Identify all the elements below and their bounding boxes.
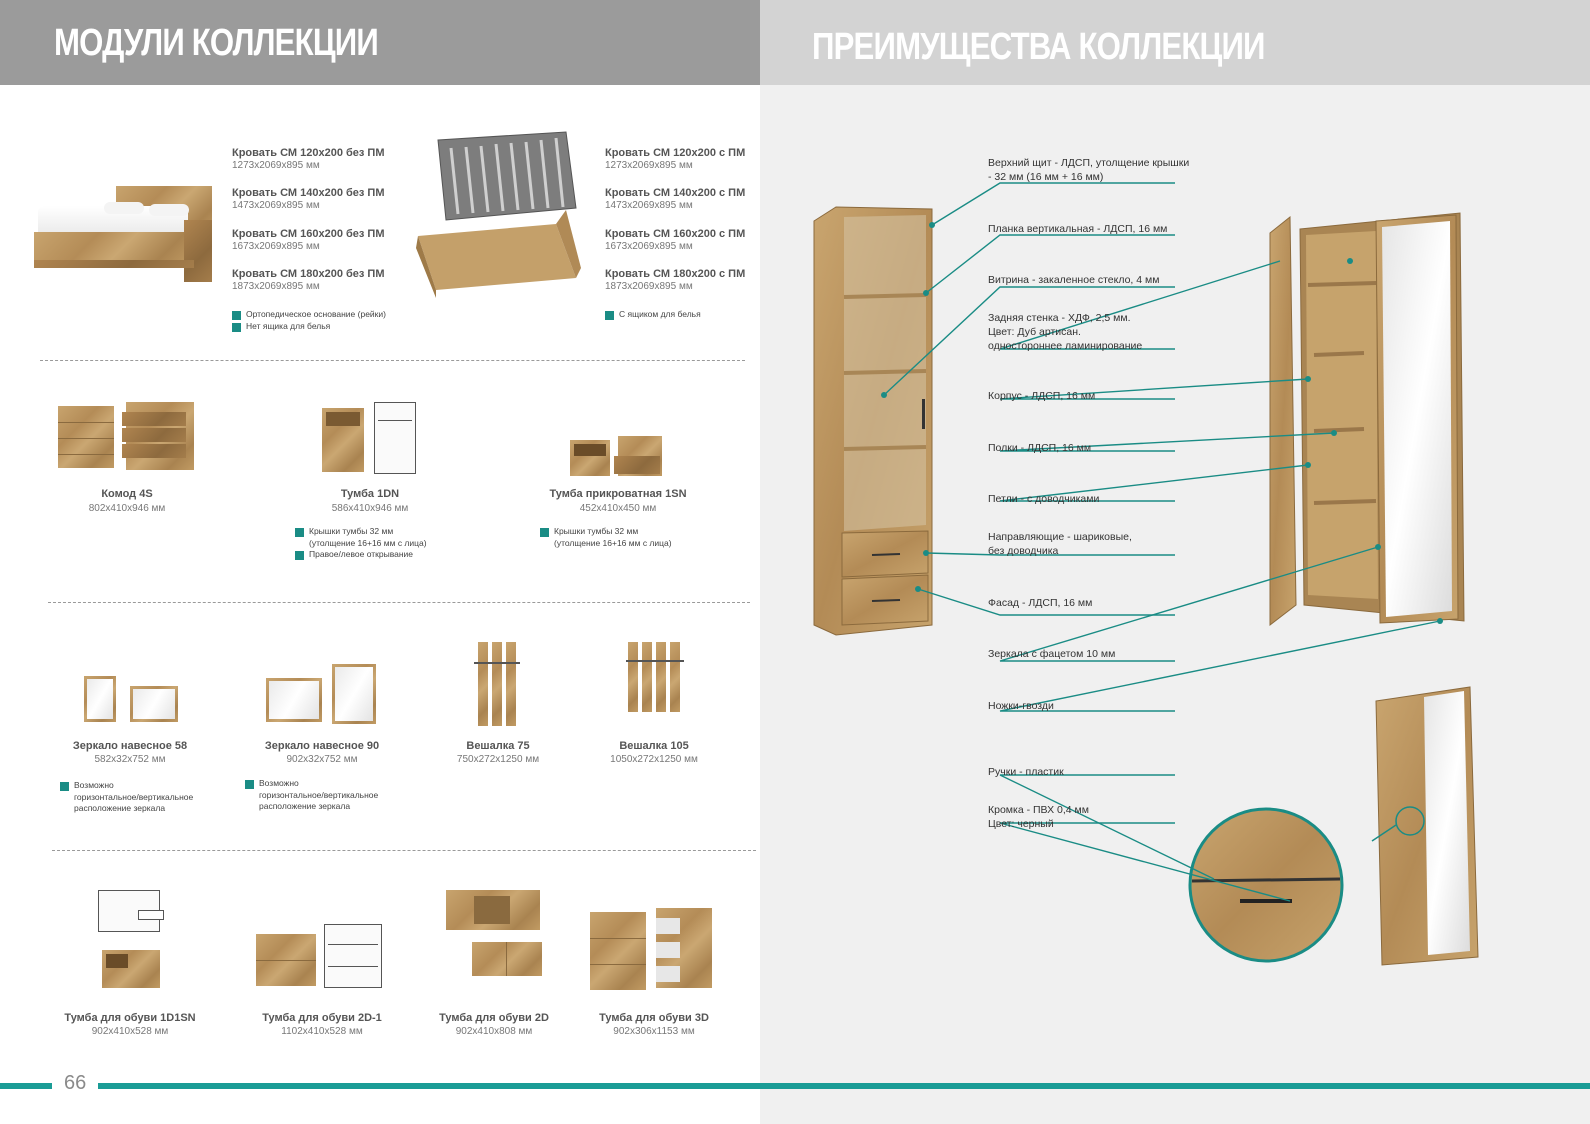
handle-zoom-detail xyxy=(1188,806,1425,963)
product-title: Тумба для обуви 1D1SN xyxy=(64,1012,196,1024)
feature-facade: Фасад - ЛДСП, 16 мм xyxy=(988,597,1093,609)
shoe-cabinet-2d1-image xyxy=(256,924,386,992)
page-number: 66 xyxy=(64,1072,87,1094)
footer-bar-left xyxy=(0,1083,52,1089)
mirror-90-image xyxy=(266,664,378,724)
product-note: Крышки тумбы 32 мм(утолщение 16+16 мм с … xyxy=(295,526,427,549)
feature-mirrors: Зеркала с фацетом 10 мм xyxy=(988,648,1116,660)
feature-top-panel: Верхний щит - ЛДСП, утолщение крышки- 32… xyxy=(988,157,1190,183)
product-dims: 902х32х752 мм xyxy=(286,754,358,765)
product-dims: 902х410х528 мм xyxy=(91,1026,169,1037)
hanger-105-image xyxy=(626,642,688,712)
mirror-58-image xyxy=(84,676,184,724)
right-header: ПРЕИМУЩЕСТВА КОЛЛЕКЦИИ xyxy=(760,0,1590,85)
product-dims: 802х410х946 мм xyxy=(88,503,166,514)
bed-dims: 1873х2069х895 мм xyxy=(232,281,320,292)
bed-with-lift-image xyxy=(416,128,586,298)
left-header-title: МОДУЛИ КОЛЛЕКЦИИ xyxy=(54,22,379,64)
nightstand-image xyxy=(570,436,670,480)
product-dims: 902х306х1153 мм xyxy=(613,1026,695,1037)
product-dims: 1050х272х1250 мм xyxy=(610,754,698,765)
bed-title: Кровать СМ 160х200 с ПМ xyxy=(605,228,746,240)
product-title: Тумба для обуви 2D-1 xyxy=(262,1012,382,1024)
callout-lines xyxy=(883,182,1441,902)
product-title: Вешалка 105 xyxy=(619,740,689,752)
feature-glass: Витрина - закаленное стекло, 4 мм xyxy=(988,274,1160,286)
bed-note: С ящиком для белья xyxy=(605,309,701,321)
product-dims: 902х410х808 мм xyxy=(455,1026,533,1037)
display-cabinet-drawing xyxy=(813,206,933,636)
feature-hinges: Петли - с доводчиками xyxy=(988,493,1100,505)
shoe-cabinet-3d-image xyxy=(590,908,720,990)
cabinet-1dn-image xyxy=(322,402,422,474)
bed-dims: 1473х2069х895 мм xyxy=(232,200,320,211)
bed-title: Кровать СМ 160х200 без ПМ xyxy=(232,228,385,240)
bed-title: Кровать СМ 180х200 без ПМ xyxy=(232,268,385,280)
section-divider xyxy=(40,360,745,361)
bed-title: Кровать СМ 140х200 с ПМ xyxy=(605,187,746,199)
bed-dims: 1273х2069х895 мм xyxy=(605,160,693,171)
product-title: Зеркало навесное 90 xyxy=(264,740,380,752)
shoe-cabinet-2d-image xyxy=(446,890,546,986)
wardrobe-closed-drawing xyxy=(1375,686,1479,966)
bed-dims: 1673х2069х895 мм xyxy=(605,241,693,252)
bed-title: Кровать СМ 120х200 с ПМ xyxy=(605,147,746,159)
product-title: Тумба для обуви 3D xyxy=(599,1012,709,1024)
bed-dims: 1273х2069х895 мм xyxy=(232,160,320,171)
product-note: Правое/левое открывание xyxy=(295,549,413,561)
feature-legs: Ножки-гвозди xyxy=(988,700,1054,712)
features-illustration xyxy=(813,182,1479,966)
product-title: Комод 4S xyxy=(101,488,153,500)
feature-handles: Ручки - пластик xyxy=(988,766,1064,778)
product-dims: 582х32х752 мм xyxy=(94,754,166,765)
bed-dims: 1673х2069х895 мм xyxy=(232,241,320,252)
bed-dims: 1873х2069х895 мм xyxy=(605,281,693,292)
product-dims: 750х272х1250 мм xyxy=(456,754,540,765)
bed-without-lift-image xyxy=(34,180,214,290)
product-note: Крышки тумбы 32 мм(утолщение 16+16 мм с … xyxy=(540,526,672,549)
product-title: Тумба 1DN xyxy=(340,488,400,500)
shoe-cabinet-1d1sn-image xyxy=(98,890,168,988)
footer-bar-right xyxy=(98,1083,1590,1089)
left-header: МОДУЛИ КОЛЛЕКЦИИ xyxy=(0,0,760,85)
bed-dims: 1473х2069х895 мм xyxy=(605,200,693,211)
bed-note: Нет ящика для белья xyxy=(232,321,330,333)
product-title: Зеркало навесное 58 xyxy=(72,740,188,752)
product-title: Тумба для обуви 2D xyxy=(439,1012,549,1024)
dresser-image xyxy=(58,402,198,472)
feature-body: Корпус - ЛДСП, 16 мм xyxy=(988,390,1096,402)
product-dims: 1102х410х528 мм xyxy=(281,1026,363,1037)
feature-shelves: Полки - ЛДСП, 16 мм xyxy=(988,442,1092,454)
feature-vertical-strip: Планка вертикальная - ЛДСП, 16 мм xyxy=(988,223,1168,235)
section-divider xyxy=(48,602,750,603)
bed-title: Кровать СМ 180х200 с ПМ xyxy=(605,268,746,280)
bed-title: Кровать СМ 120х200 без ПМ xyxy=(232,147,385,159)
feature-back-panel: Задняя стенка - ХДФ, 2,5 мм.Цвет: Дуб ар… xyxy=(988,312,1143,352)
product-title: Тумба прикроватная 1SN xyxy=(549,488,687,500)
bed-note: Ортопедическое основание (рейки) xyxy=(232,309,386,321)
section-divider xyxy=(52,850,756,851)
wardrobe-open-drawing xyxy=(1269,212,1465,627)
product-dims: 452х410х450 мм xyxy=(579,503,657,514)
bed-title: Кровать СМ 140х200 без ПМ xyxy=(232,187,385,199)
feature-guides: Направляющие - шариковые,без доводчика xyxy=(988,531,1132,557)
right-header-title: ПРЕИМУЩЕСТВА КОЛЛЕКЦИИ xyxy=(812,26,1265,68)
hanger-75-image xyxy=(474,642,524,726)
product-dims: 586х410х946 мм xyxy=(331,503,409,514)
product-title: Вешалка 75 xyxy=(466,740,530,752)
